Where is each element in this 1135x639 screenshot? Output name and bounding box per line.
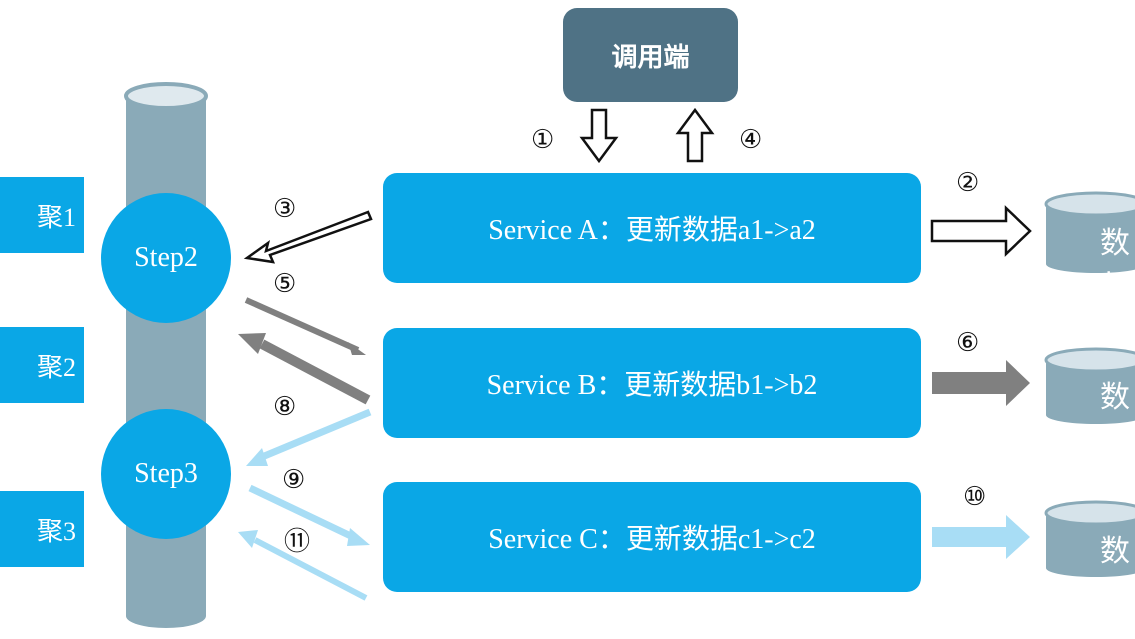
service-b-label: Service B：更新数据b1->b2 [486, 370, 818, 401]
step3-node: Step3 [101, 409, 231, 539]
left-box-3: 聚3 [0, 491, 84, 567]
left-box-2: 聚2 [0, 327, 84, 403]
arrow-8-line [260, 408, 372, 461]
arrow-3-diagonal [243, 210, 373, 264]
arrow-11-head [238, 530, 258, 548]
service-a-box: Service A：更新数据a1->a2 [383, 173, 921, 283]
arrow-6-right [932, 360, 1030, 406]
caller-label: 调用端 [611, 42, 690, 73]
left-box-3-label: 聚3 [36, 516, 76, 546]
arrow-5-head [348, 342, 366, 355]
arrow-5-line [244, 297, 360, 353]
arrow-7-head [238, 333, 266, 354]
marker-1: ① [531, 125, 555, 155]
arrow-9-line [248, 484, 357, 542]
left-box-1: 聚1 [0, 177, 84, 253]
service-b-box: Service B：更新数据b1->b2 [383, 328, 921, 438]
left-box-2-label: 聚2 [36, 352, 76, 382]
left-box-1-label: 聚1 [36, 202, 76, 232]
marker-3: ③ [273, 194, 297, 224]
marker-8: ⑧ [273, 392, 297, 422]
service-c-label: Service C：更新数据c1->c2 [488, 524, 816, 555]
marker-10: ⑩ [963, 482, 987, 512]
step2-label: Step2 [134, 242, 198, 273]
marker-4: ④ [739, 125, 763, 155]
arrow-11-line [253, 537, 368, 601]
arrow-10-right [932, 515, 1030, 559]
database-1 [1044, 191, 1135, 273]
database-3 [1044, 500, 1135, 577]
step3-label: Step3 [134, 458, 198, 489]
arrow-9-head [347, 528, 370, 546]
marker-11: ⑪ [284, 527, 311, 557]
database-2-label: 数扌 [1100, 380, 1130, 459]
database-1-label: 数扌 [1100, 226, 1130, 305]
arrow-7-line [259, 339, 371, 405]
arrow-8-head [246, 448, 268, 466]
arrow-2-right [930, 205, 1032, 257]
arrow-1-down [579, 108, 619, 164]
marker-6: ⑥ [956, 328, 980, 358]
marker-5: ⑤ [273, 269, 297, 299]
database-2 [1044, 347, 1135, 424]
database-3-label: 数扌 [1100, 534, 1130, 613]
pillar-cylinder [124, 82, 208, 628]
caller-box: 调用端 [563, 8, 738, 102]
service-a-label: Service A：更新数据a1->a2 [488, 215, 816, 246]
arrow-4-up [675, 107, 715, 163]
marker-9: ⑨ [282, 465, 306, 495]
step2-node: Step2 [101, 193, 231, 323]
service-c-box: Service C：更新数据c1->c2 [383, 482, 921, 592]
marker-2: ② [956, 168, 980, 198]
